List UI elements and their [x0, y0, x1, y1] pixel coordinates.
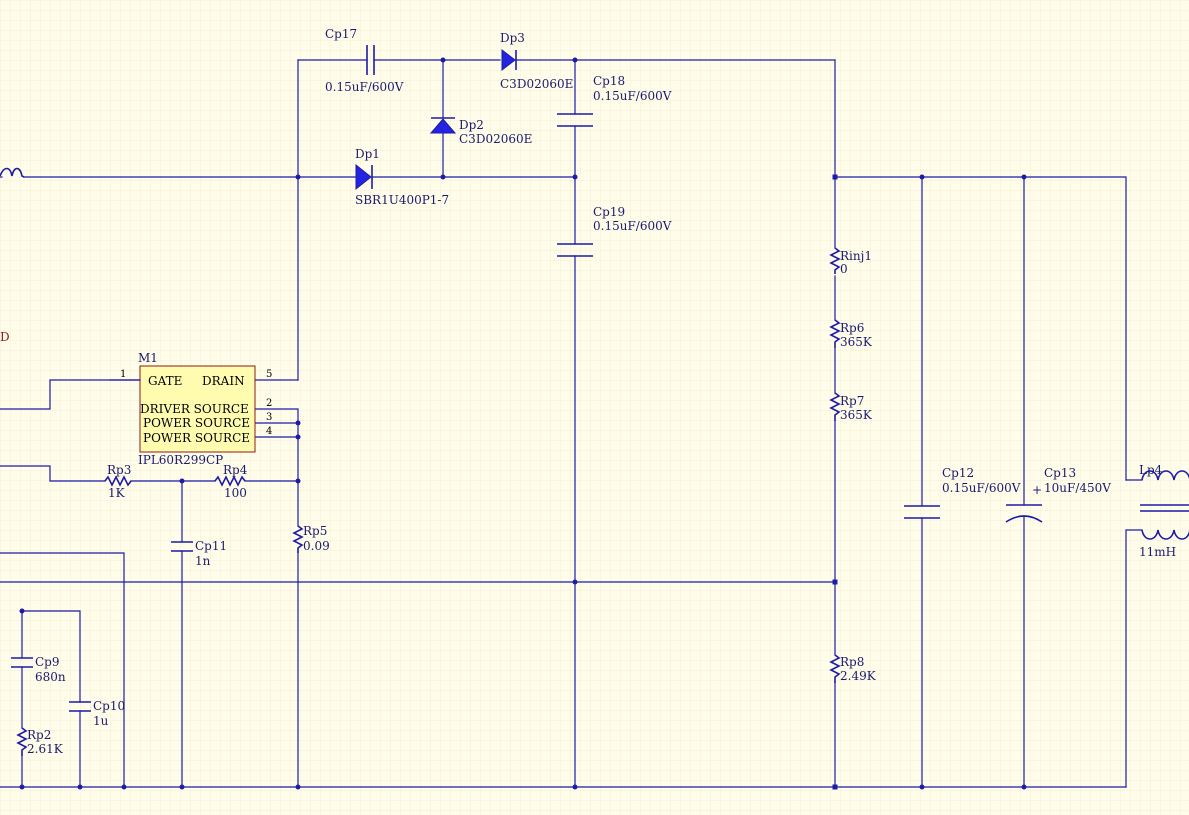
m1-pin-number-1: 1 — [120, 369, 126, 380]
capacitor-cp12-icon — [904, 505, 940, 519]
dp2-value: C3D02060E — [459, 132, 532, 146]
capacitor-cp11-icon — [171, 541, 193, 552]
wires — [0, 59, 1143, 788]
m1-pin-number-3: 3 — [266, 412, 272, 423]
rp6-designator: Rp6 — [840, 321, 864, 335]
resistor-rp7-icon — [829, 392, 841, 421]
dp1-designator: Dp1 — [355, 147, 380, 161]
capacitor-cp19-icon — [557, 243, 593, 257]
m1-pin-number-5: 5 — [266, 369, 272, 380]
dp1-value: SBR1U400P1-7 — [355, 193, 449, 207]
m1-pin-power-source-1: POWER SOURCE — [143, 416, 250, 430]
cp17-designator: Cp17 — [325, 27, 357, 41]
rp3-value: 1K — [108, 486, 126, 500]
m1-designator: M1 — [138, 351, 158, 365]
rp4-designator: Rp4 — [223, 463, 248, 477]
inductor-fragment-icon — [0, 167, 25, 178]
capacitor-cp18-icon — [557, 113, 593, 127]
capacitor-cp9-icon — [11, 657, 33, 668]
cp11-designator: Cp11 — [195, 539, 227, 553]
resistor-rp3-icon — [104, 475, 132, 487]
cp10-designator: Cp10 — [93, 699, 125, 713]
rp3-designator: Rp3 — [107, 463, 131, 477]
capacitor-cp17-icon — [366, 45, 375, 75]
dp2-designator: Dp2 — [459, 118, 484, 132]
diode-dp3-icon — [501, 48, 517, 72]
m1-pin-number-4: 4 — [266, 426, 272, 437]
edge-net-label-fragment: D — [0, 330, 10, 344]
cp11-value: 1n — [195, 554, 211, 568]
cp12-value: 0.15uF/600V — [942, 481, 1021, 495]
rp2-value: 2.61K — [27, 742, 64, 756]
dp3-value: C3D02060E — [500, 77, 573, 91]
cp13-designator: Cp13 — [1044, 466, 1076, 480]
cp17-value: 0.15uF/600V — [325, 80, 404, 94]
rp5-designator: Rp5 — [303, 524, 327, 538]
cp19-designator: Cp19 — [593, 205, 625, 219]
cp9-designator: Cp9 — [35, 655, 60, 669]
cp18-designator: Cp18 — [593, 74, 625, 88]
diode-dp2-icon — [429, 117, 457, 134]
cp13-polarity-mark: + — [1032, 483, 1042, 497]
resistor-rp8-icon — [829, 654, 841, 683]
m1-pin-power-source-2: POWER SOURCE — [143, 431, 250, 445]
junctions — [19, 57, 1027, 790]
mosfet-m1-block — [109, 365, 256, 453]
cp9-value: 680n — [35, 670, 66, 684]
m1-pin-gate: GATE — [148, 374, 182, 388]
cp19-value: 0.15uF/600V — [593, 219, 672, 233]
rp2-designator: Rp2 — [27, 728, 51, 742]
labels: Cp17 0.15uF/600V Dp3 C3D02060E Dp2 C3D02… — [0, 27, 1176, 756]
resistor-rp5-icon — [292, 525, 304, 553]
cp10-value: 1u — [93, 714, 109, 728]
resistor-rinj1-icon — [829, 247, 841, 274]
resistor-rp6-icon — [829, 319, 841, 348]
dp3-designator: Dp3 — [500, 31, 525, 45]
capacitor-cp10-icon — [69, 701, 91, 712]
resistor-rp2-icon — [16, 727, 28, 756]
lp4-value: 11mH — [1139, 545, 1176, 559]
m1-pin-driver-source: DRIVER SOURCE — [140, 402, 249, 416]
rinj1-designator: Rinj1 — [840, 249, 872, 263]
resistor-rp4-icon — [214, 475, 246, 487]
rp8-designator: Rp8 — [840, 655, 864, 669]
m1-pin-drain: DRAIN — [202, 374, 245, 388]
rp7-designator: Rp7 — [840, 394, 864, 408]
rp4-value: 100 — [224, 486, 247, 500]
rp7-value: 365K — [840, 408, 873, 422]
cp18-value: 0.15uF/600V — [593, 89, 672, 103]
capacitor-cp13-icon — [1005, 504, 1043, 523]
cp12-designator: Cp12 — [942, 466, 974, 480]
rp8-value: 2.49K — [840, 669, 877, 683]
rp5-value: 0.09 — [303, 539, 330, 553]
m1-value: IPL60R299CP — [138, 453, 223, 467]
lp4-designator: Lp4 — [1139, 463, 1163, 477]
rp6-value: 365K — [840, 335, 873, 349]
diode-dp1-icon — [355, 163, 373, 191]
m1-pin-number-2: 2 — [266, 398, 272, 409]
rinj1-value: 0 — [840, 262, 848, 276]
inductor-lp4-icon — [1140, 470, 1189, 540]
cp13-value: 10uF/450V — [1044, 481, 1111, 495]
